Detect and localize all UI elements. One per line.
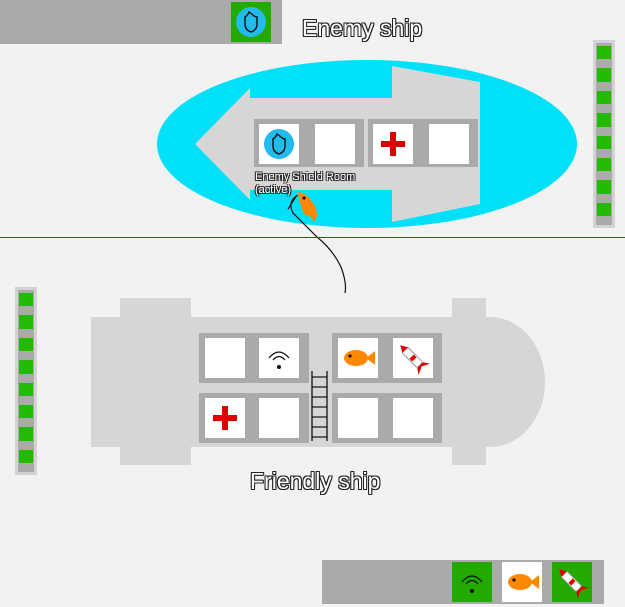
friendly-room-cell[interactable]: [338, 398, 378, 438]
missile-icon: [400, 345, 430, 375]
hull-point: [19, 427, 33, 441]
drag-path: [287, 195, 347, 294]
hull-point: [19, 382, 33, 396]
enemy-room-cell[interactable]: [429, 124, 469, 164]
medical-cross-icon: [213, 406, 237, 430]
sensor-dish-icon: [461, 575, 483, 593]
friendly-ship-title: Friendly ship: [250, 468, 381, 494]
missile-system-button[interactable]: [552, 562, 592, 602]
hull-point: [597, 90, 611, 105]
divider-line: [0, 237, 625, 238]
friendly-medbay-cell[interactable]: [205, 398, 245, 438]
friendly-room-cell[interactable]: [393, 398, 433, 438]
enemy-hull-bar: [593, 40, 615, 228]
shield-icon: [264, 129, 294, 159]
fish-crew-icon: [508, 574, 539, 590]
friendly-room-cell[interactable]: [205, 338, 245, 378]
enemy-room-hover-label: Enemy Shield Room (active): [255, 171, 355, 197]
sensors-system-button[interactable]: [452, 562, 492, 602]
hull-point: [597, 202, 611, 216]
hull-point: [597, 68, 611, 82]
crew-system-button[interactable]: [502, 562, 542, 602]
medical-cross-icon: [381, 132, 405, 156]
hover-label-line2: (active): [255, 184, 292, 196]
friendly-missile-cell[interactable]: [393, 338, 433, 378]
enemy-medbay-cell[interactable]: [373, 124, 413, 164]
enemy-ship-title: Enemy ship: [302, 15, 423, 41]
ladder-icon: [311, 371, 328, 441]
friendly-sensors-cell[interactable]: [259, 338, 299, 378]
hull-point: [597, 157, 611, 172]
fish-crew-icon: [344, 350, 375, 366]
missile-icon: [559, 569, 589, 599]
enemy-shield-system-button[interactable]: [231, 2, 271, 42]
hull-point: [19, 293, 33, 307]
hull-point: [19, 449, 33, 463]
sensor-dish-icon: [268, 351, 290, 369]
hull-point: [597, 46, 611, 60]
hull-point: [19, 337, 33, 352]
shield-icon: [236, 7, 266, 37]
hull-point: [597, 113, 611, 127]
friendly-crew-cell[interactable]: [338, 338, 378, 378]
fish-crew-icon[interactable]: [294, 188, 322, 224]
friendly-room-cell[interactable]: [259, 398, 299, 438]
hull-point: [19, 315, 33, 329]
friendly-hull-bar: [15, 287, 37, 475]
hull-point: [19, 360, 33, 374]
hull-point: [597, 135, 611, 149]
enemy-room-cell[interactable]: [315, 124, 355, 164]
hull-point: [597, 180, 611, 194]
hull-point: [19, 404, 33, 419]
enemy-shield-cell[interactable]: [259, 124, 299, 164]
hover-label-line1: Enemy Shield Room: [255, 171, 356, 183]
